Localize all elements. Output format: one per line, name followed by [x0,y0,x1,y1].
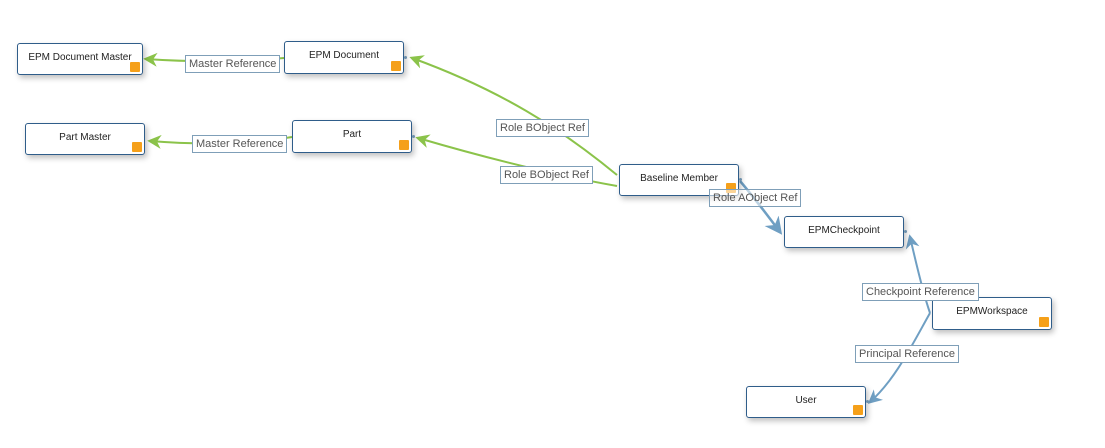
edge-label-role-bobject-ref-document[interactable]: Role BObject Ref [496,119,589,137]
node-label: EPM Document Master [28,51,132,63]
connector-port [866,400,869,403]
status-badge [130,62,140,72]
status-badge [399,140,409,150]
node-user[interactable]: User [746,386,869,418]
edge-role-bobject-ref-document[interactable] [409,55,618,176]
status-badge [726,183,736,193]
node-epm-document-master[interactable]: EPM Document Master [17,43,143,75]
node-label: Part Master [59,131,111,143]
node-label: Part [342,129,362,140]
node-epm-document[interactable]: EPM Document [284,41,407,74]
edge-label-checkpoint-reference[interactable]: Checkpoint Reference [862,283,979,301]
node-label: EPM Document [308,50,380,61]
connector-port [904,230,907,233]
status-badge [1039,317,1049,327]
edge-label-role-bobject-ref-part[interactable]: Role BObject Ref [500,166,593,184]
node-label: EPMCheckpoint [808,224,880,236]
edge-label-role-aobject-ref[interactable]: Role AObject Ref [709,189,802,207]
status-badge [132,142,142,152]
edge-label-master-reference-part[interactable]: Master Reference [192,135,288,153]
node-label: Baseline Member [640,172,718,184]
edge-label-principal-reference[interactable]: Principal Reference [855,345,959,363]
node-epm-checkpoint[interactable]: EPMCheckpoint [784,216,907,248]
node-epm-workspace[interactable]: EPMWorkspace [932,297,1052,330]
connector-port [739,178,742,181]
status-badge [391,61,401,71]
node-label: EPMWorkspace [956,306,1028,317]
node-part[interactable]: Part [292,120,415,153]
node-label: User [795,394,817,406]
edge-label-master-reference-document[interactable]: Master Reference [185,55,281,73]
status-badge [853,405,863,415]
connector-port [404,55,407,59]
connector-port [412,134,415,138]
node-part-master[interactable]: Part Master [25,123,145,155]
edge-checkpoint-reference[interactable] [905,234,931,314]
